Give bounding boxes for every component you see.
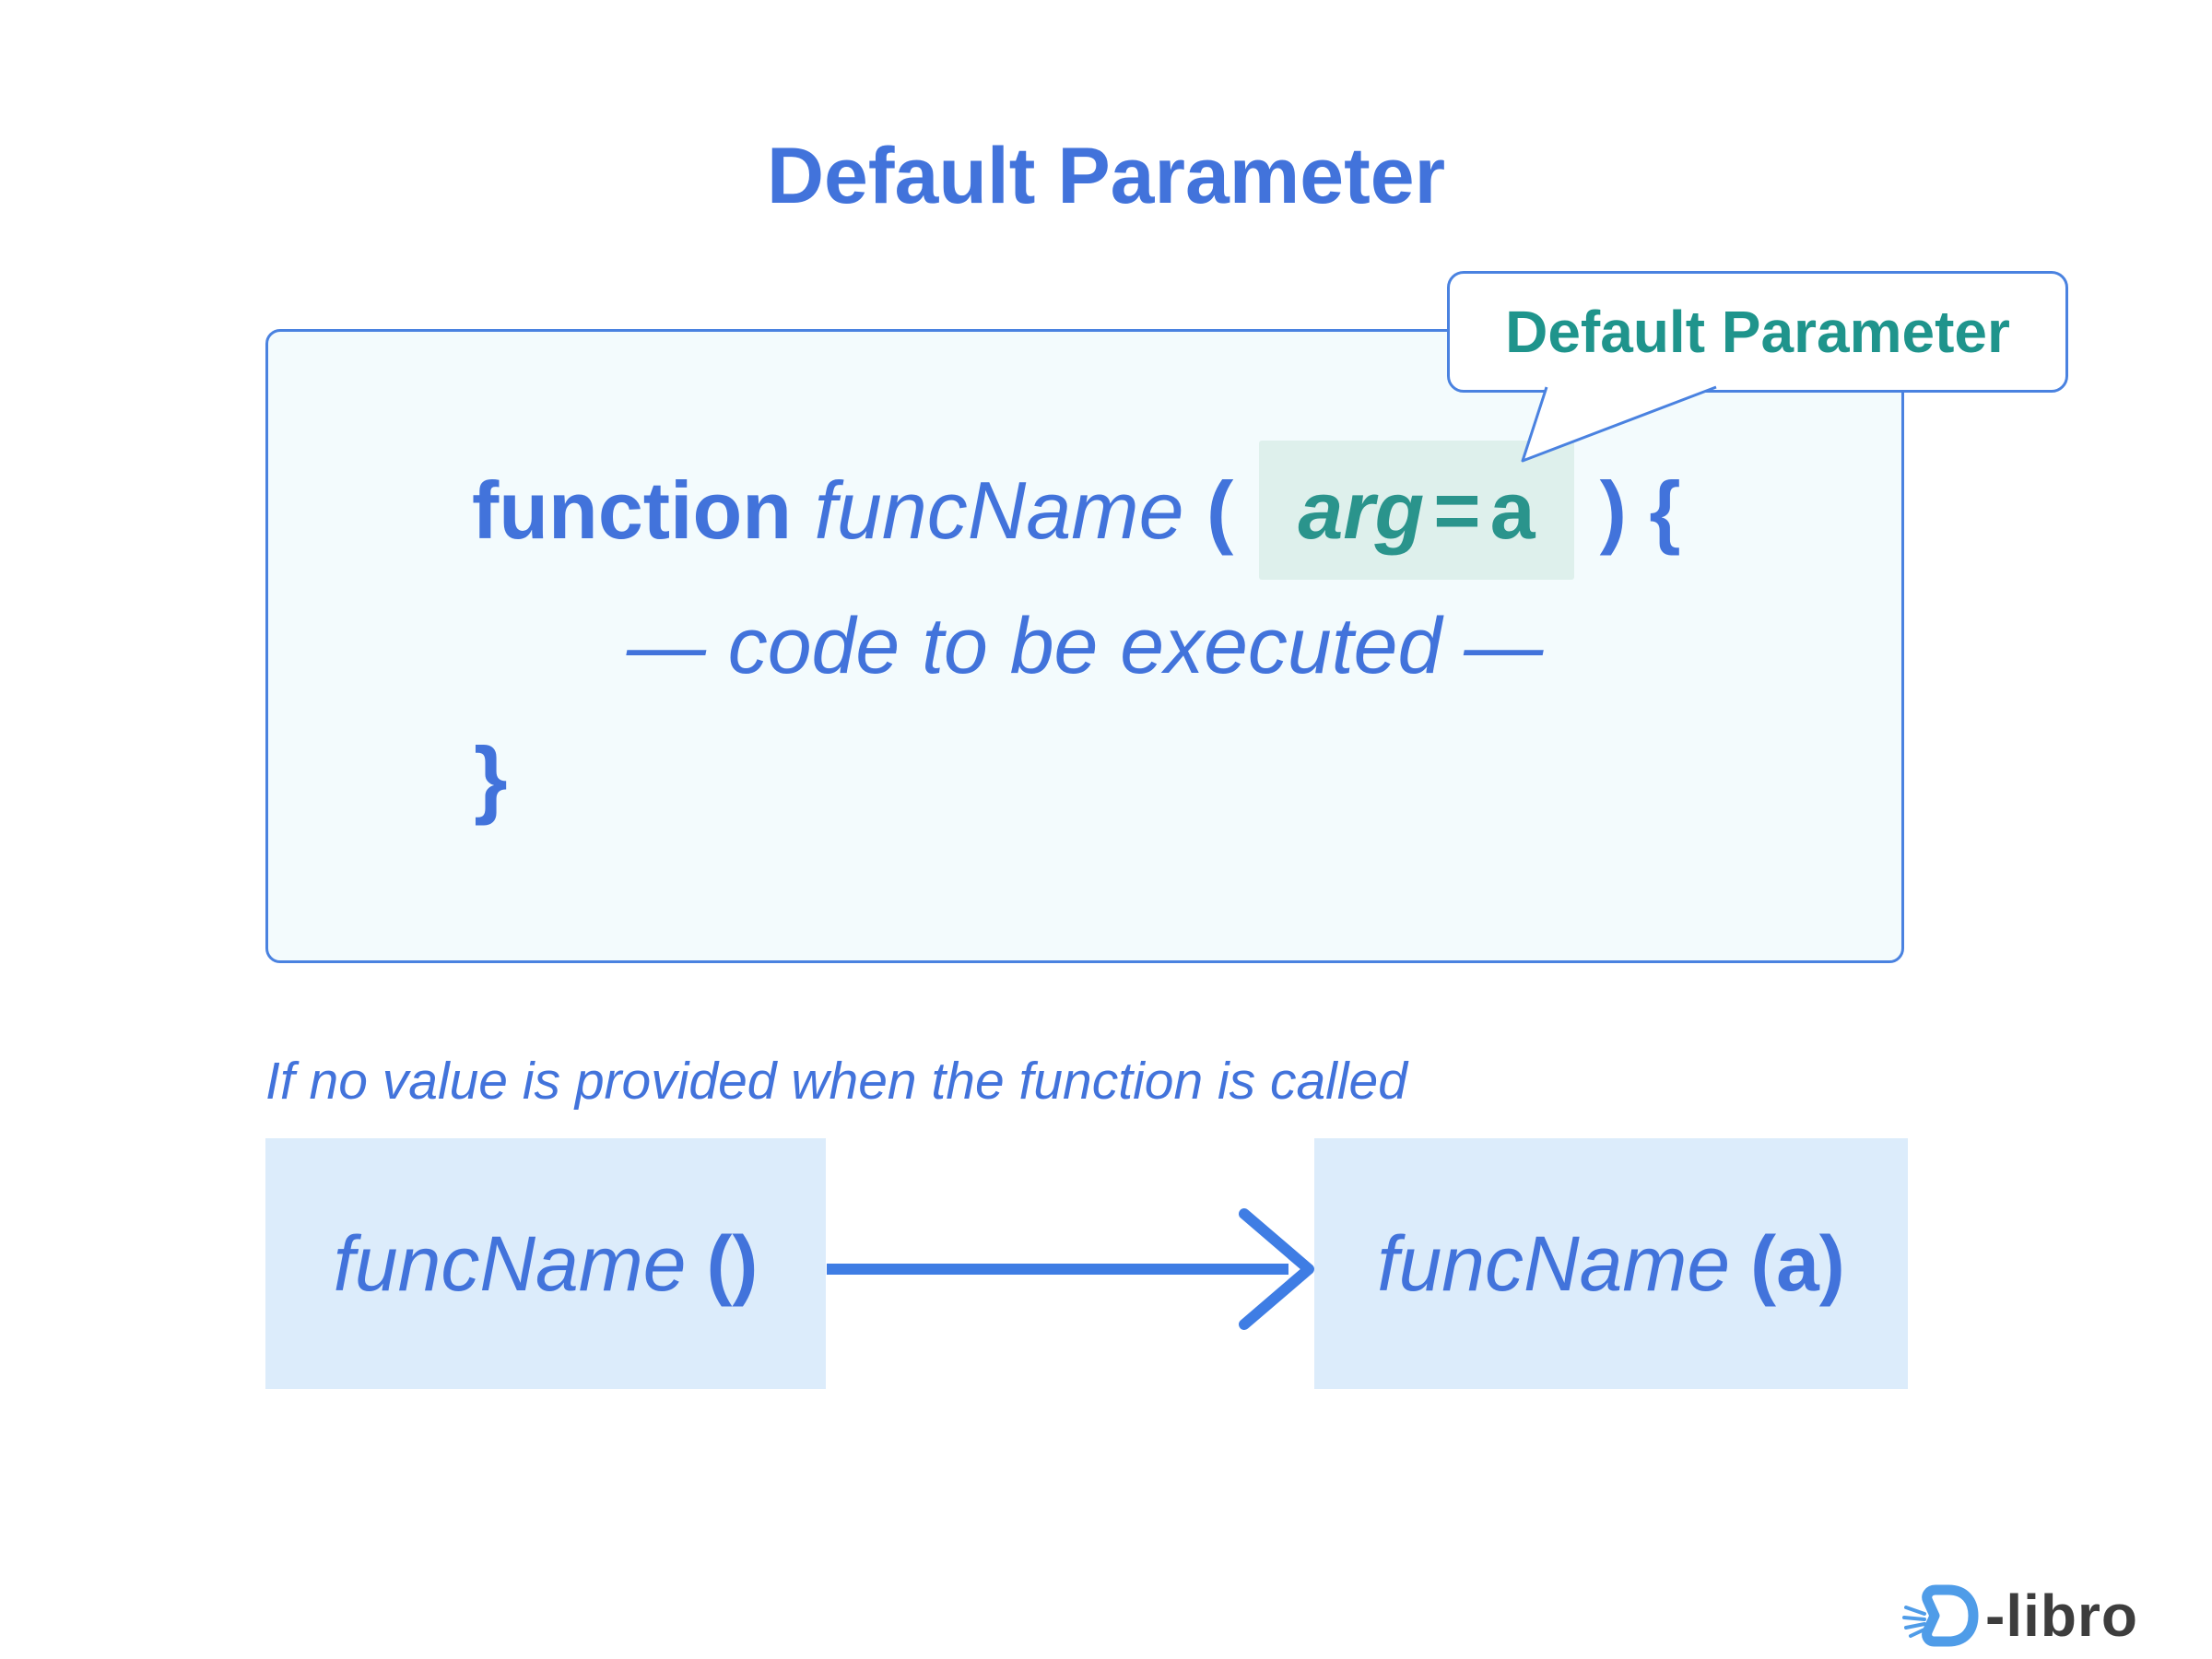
keyword-function: function xyxy=(472,465,793,556)
call-right-arg-value: a xyxy=(1776,1219,1819,1307)
call-right-open-paren: ( xyxy=(1750,1219,1777,1307)
function-name: funcName xyxy=(814,465,1184,556)
code-line-signature: function funcName ( arg=a) { xyxy=(472,441,1681,581)
parameter-name: arg xyxy=(1298,465,1425,556)
close-paren: ) xyxy=(1599,465,1627,556)
dlibro-book-icon xyxy=(1902,1584,1979,1647)
call-left-name: funcName xyxy=(333,1219,687,1307)
call-right-name: funcName xyxy=(1377,1219,1731,1307)
code-body-placeholder: — code to be executed — xyxy=(626,602,1544,690)
open-brace: { xyxy=(1649,465,1681,556)
dlibro-logo-text: -libro xyxy=(1985,1583,2138,1649)
open-paren: ( xyxy=(1206,465,1234,556)
closing-brace: } xyxy=(474,729,508,826)
call-right-close-paren: ) xyxy=(1818,1219,1845,1307)
callout-label: Default Parameter xyxy=(1505,299,2010,365)
callout-bubble: Default Parameter xyxy=(1447,271,2068,393)
call-right-args: (a) xyxy=(1750,1219,1845,1309)
dlibro-logo: -libro xyxy=(1902,1580,2138,1652)
call-with-default-box: funcName(a) xyxy=(1314,1138,1908,1389)
call-without-argument-box: funcName() xyxy=(265,1138,826,1389)
call-left-args: () xyxy=(706,1219,759,1307)
default-parameter-highlight: arg=a xyxy=(1259,441,1574,581)
equals-sign: = xyxy=(1433,465,1481,556)
page-title: Default Parameter xyxy=(766,132,1446,220)
default-value: a xyxy=(1489,465,1535,556)
caption-text: If no value is provided when the functio… xyxy=(265,1052,1407,1111)
